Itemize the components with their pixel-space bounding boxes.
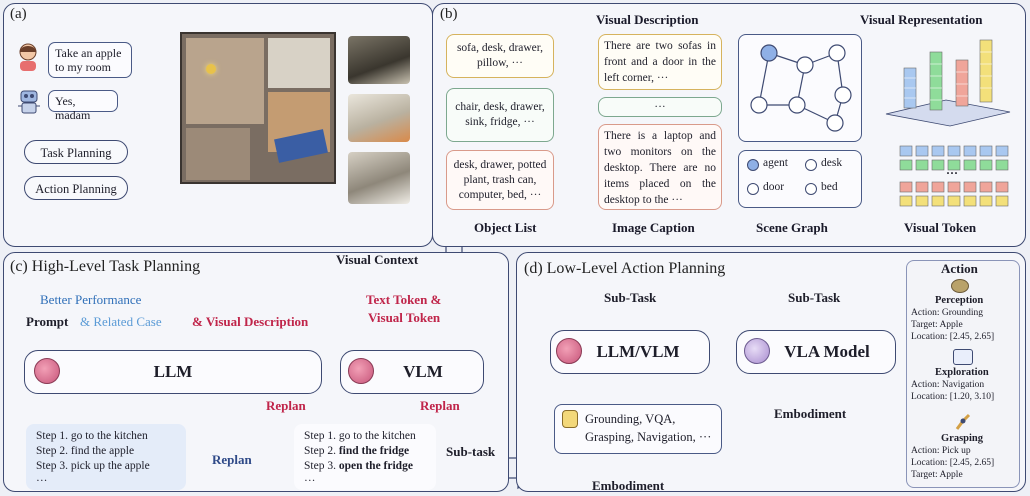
llm-brain-icon xyxy=(34,358,60,384)
user-message-bubble: Take an apple to my room xyxy=(48,42,132,78)
perception-icon xyxy=(951,279,969,293)
subtask-right-label: Sub-Task xyxy=(788,290,841,305)
room-photo-2 xyxy=(348,94,410,142)
step-left-2: Step 2. find the apple xyxy=(36,445,135,457)
task-planning-box: Task Planning xyxy=(24,140,128,164)
legend-desk-dot xyxy=(805,159,817,171)
object-list-1: sofa, desk, drawer, pillow, ··· xyxy=(446,34,554,78)
perception-details: Action: Grounding Target: Apple Location… xyxy=(911,308,995,342)
llm-vlm-box: LLM/VLM xyxy=(550,330,710,374)
scene-graph-legend: agent desk door bed xyxy=(738,150,862,208)
steps-left: Step 1. go to the kitchen Step 2. find t… xyxy=(26,424,186,490)
image-caption-3: There is a laptop and two monitors on th… xyxy=(598,124,722,210)
exploration-details: Action: Navigation Location: [1.20, 3.10… xyxy=(911,380,995,402)
text-token-label: Text Token & xyxy=(366,292,442,307)
legend-desk: desk xyxy=(821,157,843,169)
skills-text: Grounding, VQA, Grasping, Navigation, ··… xyxy=(585,412,712,444)
step-left-1: Step 1. go to the kitchen xyxy=(36,430,148,442)
panel-a-label: (a) xyxy=(10,6,27,22)
scene-graph-heading: Scene Graph xyxy=(756,220,828,235)
replan-vlm-label: Replan xyxy=(420,398,460,413)
llm-box: LLM xyxy=(24,350,322,394)
perception-name: Perception xyxy=(935,295,984,306)
visual-representation-heading: Visual Representation xyxy=(860,12,983,27)
object-list-3: desk, drawer, potted plant, trash can, c… xyxy=(446,150,554,210)
step-left-3: Step 3. pick up the apple xyxy=(36,460,150,472)
grasping-details: Action: Pick up Location: [2.45, 2.65] T… xyxy=(911,446,995,480)
step-right-1: Step 1. go to the kitchen xyxy=(304,430,416,442)
visual-representation-bars xyxy=(880,34,1016,130)
subtask-left-label: Sub-Task xyxy=(604,290,657,305)
replan-middle-label: Replan xyxy=(212,452,252,467)
better-performance-label: Better Performance xyxy=(40,292,142,307)
visual-context-label: Visual Context xyxy=(336,252,419,267)
step-right-2: Step 2. find the fridge xyxy=(304,445,410,457)
legend-agent: agent xyxy=(763,157,788,169)
embodiment-left-label: Embodiment xyxy=(592,478,665,493)
prompt-label: Prompt xyxy=(26,314,69,329)
legend-bed: bed xyxy=(821,181,838,193)
legend-agent-dot xyxy=(747,159,759,171)
llm-vlm-brain-icon xyxy=(556,338,582,364)
image-caption-heading: Image Caption xyxy=(612,220,695,235)
panel-b-label: (b) xyxy=(440,6,458,22)
visual-description-heading: Visual Description xyxy=(596,12,699,27)
room-photo-1 xyxy=(348,36,410,84)
embodiment-right-label: Embodiment xyxy=(774,406,847,421)
visual-token-heading: Visual Token xyxy=(904,220,977,235)
floor-plan-map xyxy=(180,32,336,184)
grasping-arm-icon xyxy=(955,411,971,431)
object-list-heading: Object List xyxy=(474,220,537,235)
step-right-more: ··· xyxy=(304,475,316,487)
legend-bed-dot xyxy=(805,183,817,195)
vla-label: VLA Model xyxy=(784,342,870,361)
replan-llm-label: Replan xyxy=(266,398,306,413)
llm-vlm-label: LLM/VLM xyxy=(596,342,680,361)
step-right-3: Step 3. open the fridge xyxy=(304,460,413,472)
room-photo-3 xyxy=(348,152,410,204)
action-planning-box: Action Planning xyxy=(24,176,128,200)
skill-module-icon xyxy=(562,410,578,428)
image-caption-1: There are two sofas in front and a door … xyxy=(598,34,722,90)
exploration-icon xyxy=(953,349,973,365)
panel-c-label: (c) High-Level Task Planning xyxy=(10,258,201,275)
user-avatar-icon xyxy=(16,42,40,72)
vlm-label: VLM xyxy=(403,362,443,381)
image-caption-2: ··· xyxy=(598,97,722,117)
action-panel: Action Perception Action: Grounding Targ… xyxy=(906,260,1020,488)
llm-label: LLM xyxy=(153,362,193,381)
skills-box: Grounding, VQA, Grasping, Navigation, ··… xyxy=(554,404,722,454)
steps-right: Step 1. go to the kitchen Step 2. find t… xyxy=(294,424,436,490)
legend-door-dot xyxy=(747,183,759,195)
token-ellipsis: ··· xyxy=(946,166,959,180)
visual-description-label: & Visual Description xyxy=(192,314,309,329)
subtask-arrow-label: Sub-task xyxy=(446,444,496,459)
step-left-more: ··· xyxy=(36,475,48,487)
visual-token-label: Visual Token xyxy=(368,310,441,325)
visual-token-grid: ··· xyxy=(898,144,1014,210)
exploration-name: Exploration xyxy=(935,367,989,378)
related-case-label: & Related Case xyxy=(80,314,162,329)
action-title: Action xyxy=(941,261,978,276)
object-list-2: chair, desk, drawer, sink, fridge, ··· xyxy=(446,88,554,142)
robot-icon xyxy=(16,88,42,118)
legend-door: door xyxy=(763,181,785,193)
grasping-name: Grasping xyxy=(941,433,984,444)
robot-message-bubble: Yes, madam xyxy=(48,90,118,122)
scene-graph-box xyxy=(738,34,862,142)
vla-brain-icon xyxy=(744,338,770,364)
vlm-brain-icon xyxy=(348,358,374,384)
panel-d-label: (d) Low-Level Action Planning xyxy=(524,260,726,277)
